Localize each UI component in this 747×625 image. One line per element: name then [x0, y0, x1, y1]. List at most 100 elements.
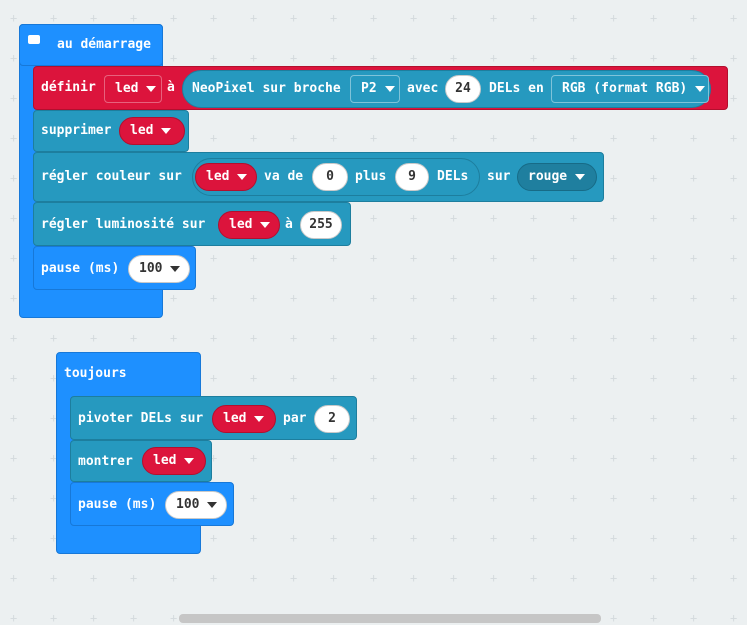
grid-cross: + [410, 451, 418, 465]
grid-cross: + [690, 571, 698, 585]
grid-cross: + [210, 571, 218, 585]
grid-cross: + [410, 51, 418, 65]
grid-cross: + [50, 611, 58, 625]
grid-cross: + [10, 611, 18, 625]
grid-cross: + [410, 331, 418, 345]
grid-cross: + [450, 11, 458, 25]
grid-cross: + [690, 531, 698, 545]
grid-cross: + [330, 571, 338, 585]
grid-cross: + [330, 531, 338, 545]
grid-cross: + [530, 251, 538, 265]
color-dropdown[interactable]: rouge [517, 163, 597, 191]
grid-cross: + [450, 251, 458, 265]
variable-dropdown[interactable]: led [218, 211, 280, 239]
grid-cross: + [450, 211, 458, 225]
variable-dropdown[interactable]: led [212, 405, 276, 433]
pause-block[interactable]: pause (ms) 100 [70, 482, 234, 526]
variable-dropdown[interactable]: led [104, 75, 162, 103]
set-variable-block[interactable]: définir led à NeoPixel sur broche P2 ave… [33, 66, 728, 110]
grid-cross: + [690, 491, 698, 505]
rotate-block[interactable]: pivoter DELs sur led par 2 [70, 396, 357, 440]
brightness-input[interactable]: 255 [300, 211, 342, 239]
clear-label: supprimer [41, 123, 112, 138]
horizontal-scrollbar[interactable] [179, 614, 601, 623]
grid-cross: + [330, 11, 338, 25]
grid-cross: + [450, 51, 458, 65]
grid-cross: + [10, 291, 18, 305]
set-brightness-block[interactable]: régler luminosité sur led à 255 [33, 202, 351, 246]
grid-cross: + [730, 611, 738, 625]
grid-cross: + [450, 411, 458, 425]
grid-cross: + [290, 371, 298, 385]
grid-cross: + [370, 251, 378, 265]
grid-cross: + [730, 291, 738, 305]
variable-dropdown[interactable]: led [119, 117, 185, 145]
leds-label: DELs [437, 169, 469, 184]
by-label: par [283, 411, 307, 426]
grid-cross: + [130, 331, 138, 345]
pause-dropdown[interactable]: 100 [165, 491, 227, 519]
start-input[interactable]: 0 [312, 163, 348, 191]
grid-cross: + [650, 531, 658, 545]
grid-cross: + [10, 571, 18, 585]
pin-dropdown[interactable]: P2 [350, 75, 400, 103]
show-block[interactable]: montrer led [70, 440, 212, 482]
grid-cross: + [410, 11, 418, 25]
comment-icon[interactable] [28, 35, 40, 44]
clear-block[interactable]: supprimer led [33, 110, 189, 152]
grid-cross: + [610, 51, 618, 65]
grid-cross: + [490, 211, 498, 225]
grid-cross: + [170, 11, 178, 25]
grid-cross: + [10, 371, 18, 385]
grid-cross: + [690, 331, 698, 345]
variable-dropdown[interactable]: led [195, 163, 257, 191]
grid-cross: + [730, 571, 738, 585]
grid-cross: + [530, 491, 538, 505]
grid-cross: + [330, 451, 338, 465]
forever-label: toujours [64, 366, 127, 381]
format-dropdown[interactable]: RGB (format RGB) [551, 75, 709, 103]
pause-dropdown[interactable]: 100 [128, 255, 190, 283]
range-reporter[interactable] [192, 158, 480, 196]
grid-cross: + [290, 531, 298, 545]
grid-cross: + [250, 131, 258, 145]
grid-cross: + [10, 51, 18, 65]
on-start-header[interactable]: au démarrage [19, 24, 163, 66]
grid-cross: + [730, 51, 738, 65]
grid-cross: + [450, 571, 458, 585]
grid-cross: + [290, 291, 298, 305]
grid-cross: + [490, 371, 498, 385]
led-count-input[interactable]: 24 [445, 75, 481, 103]
grid-cross: + [490, 451, 498, 465]
grid-cross: + [50, 531, 58, 545]
grid-cross: + [730, 251, 738, 265]
grid-cross: + [650, 51, 658, 65]
grid-cross: + [10, 11, 18, 25]
grid-cross: + [730, 331, 738, 345]
rotate-input[interactable]: 2 [314, 405, 350, 433]
grid-cross: + [570, 211, 578, 225]
grid-cross: + [530, 571, 538, 585]
grid-cross: + [290, 571, 298, 585]
variable-dropdown[interactable]: led [142, 447, 206, 475]
grid-cross: + [210, 371, 218, 385]
grid-cross: + [170, 611, 178, 625]
grid-cross: + [570, 251, 578, 265]
pause-block[interactable]: pause (ms) 100 [33, 246, 196, 290]
grid-cross: + [730, 91, 738, 105]
grid-cross: + [250, 531, 258, 545]
grid-cross: + [50, 451, 58, 465]
grid-cross: + [250, 491, 258, 505]
grid-cross: + [610, 611, 618, 625]
grid-cross: + [530, 51, 538, 65]
grid-cross: + [10, 531, 18, 545]
grid-cross: + [330, 371, 338, 385]
grid-cross: + [250, 11, 258, 25]
grid-cross: + [210, 531, 218, 545]
length-input[interactable]: 9 [395, 163, 429, 191]
chevron-down-icon [384, 85, 395, 92]
set-color-block[interactable]: régler couleur sur led va de 0 plus 9 DE… [33, 152, 604, 202]
neopixel-create-block[interactable]: NeoPixel sur broche P2 avec 24 DELs en R… [182, 70, 711, 108]
grid-cross: + [610, 411, 618, 425]
grid-cross: + [610, 11, 618, 25]
